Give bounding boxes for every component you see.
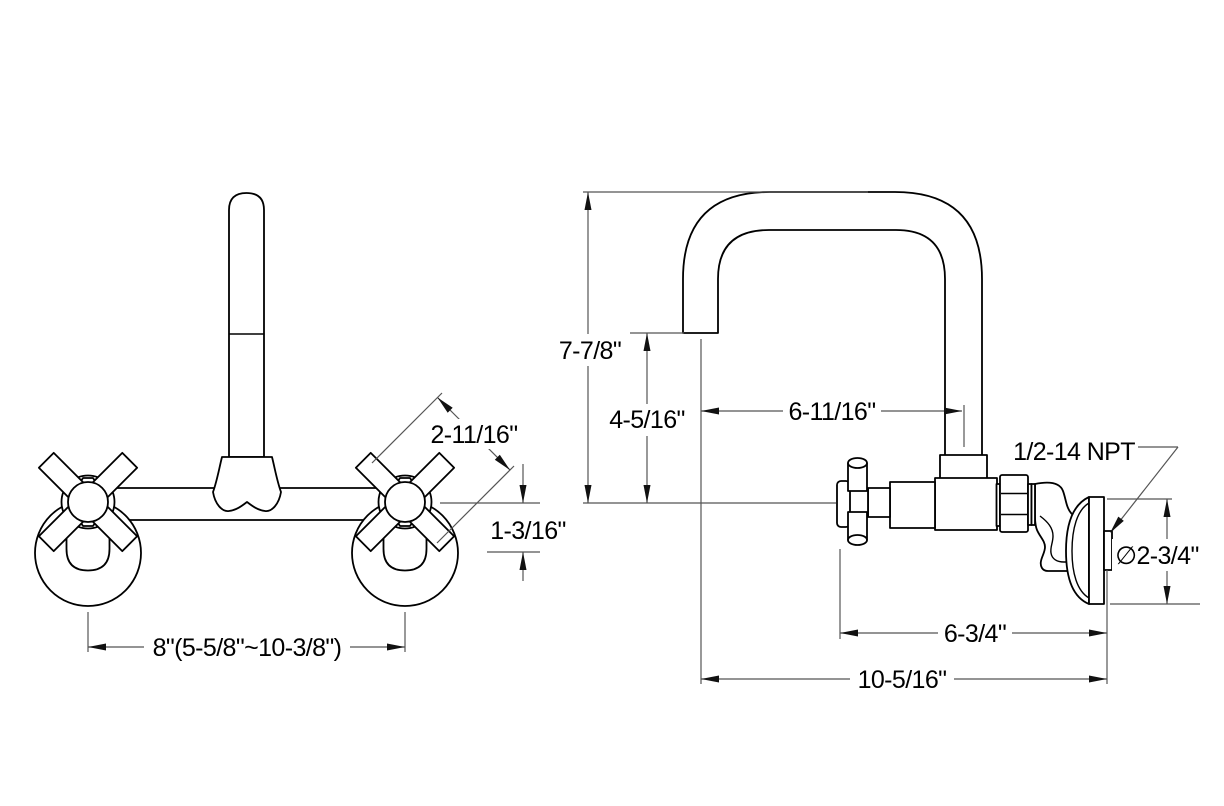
arrowhead [701,407,719,415]
side-view-dimensions: 7-7/8" 4-5/16" 6-11/16" 1/2-14 NPT ∅2-3/… [551,191,1204,694]
thread-strip [1030,483,1036,526]
flange-rim [1088,496,1105,605]
handle-disc-side [836,480,851,528]
valve-stem [867,487,891,518]
label-bg [144,631,350,662]
label-bg [551,334,629,366]
dim-label-spout-reach: 6-11/16" [788,398,875,426]
handle-hub-stadium [382,517,428,572]
handle-center-cap [67,481,109,523]
dim-label-body-to-wall: 6-3/4" [944,620,1006,648]
dim-label-outlet-clearance: 4-5/16" [609,406,685,434]
valve-body [934,477,998,531]
center-tee [212,456,282,512]
handle-center-cap [384,481,426,523]
npt-nipple-stub [1103,530,1113,571]
arrowhead [494,454,510,470]
arrowhead [1089,675,1107,683]
arrowhead [88,643,106,651]
arrowhead [840,629,858,637]
arrowhead [584,192,592,210]
dim-label-handle-diagonal: 2-11/16" [430,421,517,449]
arrowhead [701,675,719,683]
dim-label-overall-height: 7-7/8" [559,337,621,365]
front-view [34,192,459,607]
arrowhead [387,643,405,651]
handle-hub-stadium [65,517,111,572]
arrowhead [643,333,651,351]
arrowhead [1163,499,1171,517]
ext-line-diagonal [436,465,515,544]
handle-assembly-left [34,451,142,607]
dim-label-flange-diameter: ∅2-3/4" [1115,542,1198,570]
label-bg [783,395,881,427]
label-bg [850,663,954,694]
arrowhead [643,485,651,503]
valve-bonnet [889,481,936,529]
flange-dome [1065,496,1090,605]
handle-assembly-right [351,451,459,607]
leader-line-diagonal [1111,446,1179,532]
wall-bracket-inner-line [1039,515,1080,563]
label-bg [938,617,1012,648]
riser-base [939,454,988,481]
gooseneck-spout [682,191,983,458]
label-bg [423,419,525,449]
arrowhead [519,552,527,570]
label-bg [1112,539,1204,571]
arrowhead [437,397,453,413]
arrowhead [519,485,527,503]
ext-line-diagonal [371,392,443,464]
spoke-cylinder-cap [847,534,868,546]
dim-label-overall-reach: 10-5/16" [858,666,947,694]
arrowhead [1089,629,1107,637]
side-view [682,191,1113,605]
spout-pipe [228,192,265,458]
dim-label-handle-drop: 1-3/16" [490,517,566,545]
union-nut [999,474,1029,533]
arrowhead [944,407,962,415]
arrowhead [1110,516,1124,533]
arrowhead [584,485,592,503]
label-thread-spec: 1/2-14 NPT [1013,438,1135,466]
flange-dome-inner-line [1071,502,1090,599]
arrowhead [1163,586,1171,604]
spoke-cylinder-cap [847,457,868,469]
dim-label-center-spread: 8"(5-5/8"~10-3/8") [153,634,342,662]
front-view-dimensions: 8"(5-5/8"~10-3/8") 2-11/16" 1-3/16" [87,392,566,662]
label-bg [604,404,690,436]
